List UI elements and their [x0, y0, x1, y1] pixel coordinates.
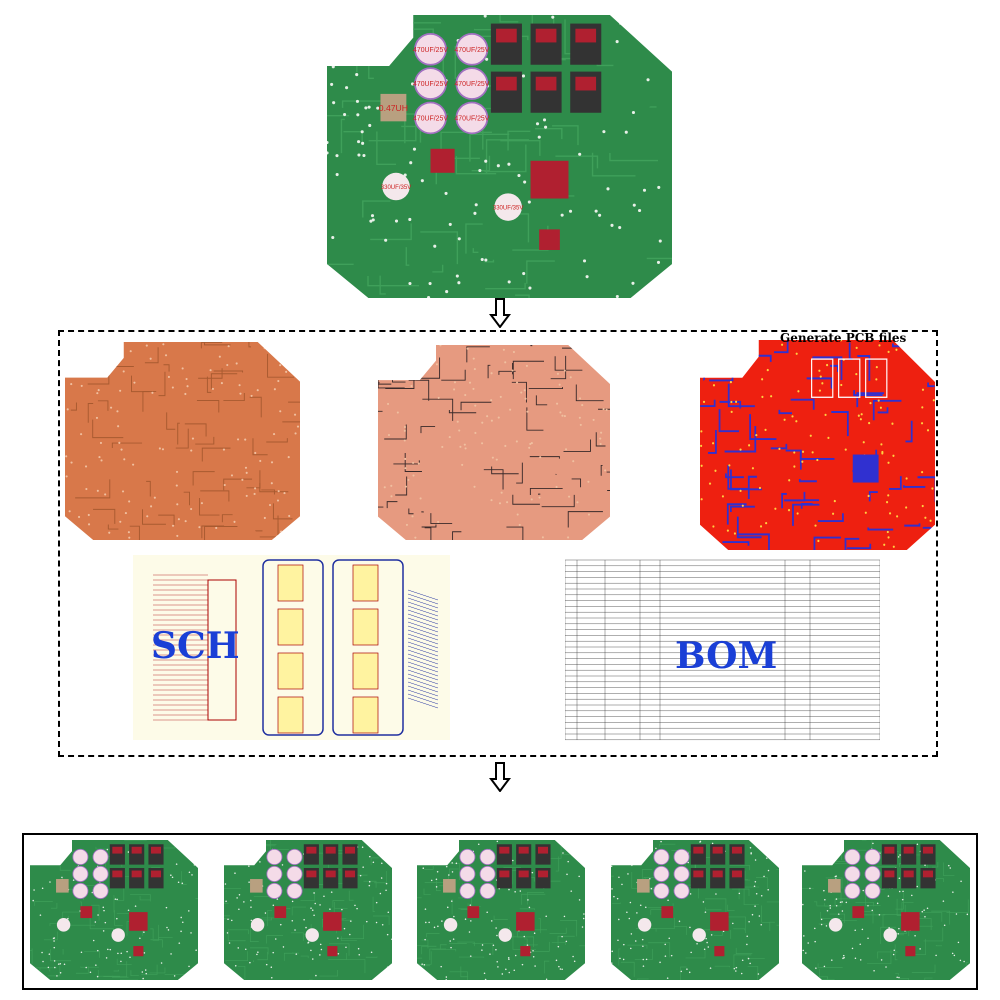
svg-text:330UF/35V: 330UF/35V [493, 206, 524, 212]
bom-table: BOM [564, 557, 881, 742]
sch-label: SCH [151, 625, 240, 667]
svg-text:470UF/25V: 470UF/25V [454, 81, 489, 88]
svg-text:470UF/25V: 470UF/25V [413, 47, 448, 54]
svg-text:330UF/35V: 330UF/35V [381, 185, 412, 191]
schematic-diagram: SCH [133, 555, 450, 740]
original-pcb-photo: 470UF/25V 470UF/25V 470UF/25V 470UF/25V 470U… [327, 15, 672, 298]
svg-text:470UF/25V: 470UF/25V [454, 115, 489, 122]
svg-text:470UF/25V: 470UF/25V [413, 81, 448, 88]
generate-pcb-files-label: Generate PCB files [780, 331, 907, 345]
svg-text:470UF/25V: 470UF/25V [454, 47, 489, 54]
cloned-pcb-3 [417, 840, 585, 980]
copper-layer-scan-2 [378, 345, 610, 540]
bom-label: BOM [675, 635, 778, 677]
svg-text:470UF/25V: 470UF/25V [413, 115, 448, 122]
arrow-down-icon [489, 762, 511, 792]
svg-text:0.47UH: 0.47UH [379, 103, 408, 113]
reverse-engineering-process-box [58, 330, 938, 757]
arrow-down-icon [489, 298, 511, 328]
cloned-pcb-output-box [22, 833, 978, 990]
